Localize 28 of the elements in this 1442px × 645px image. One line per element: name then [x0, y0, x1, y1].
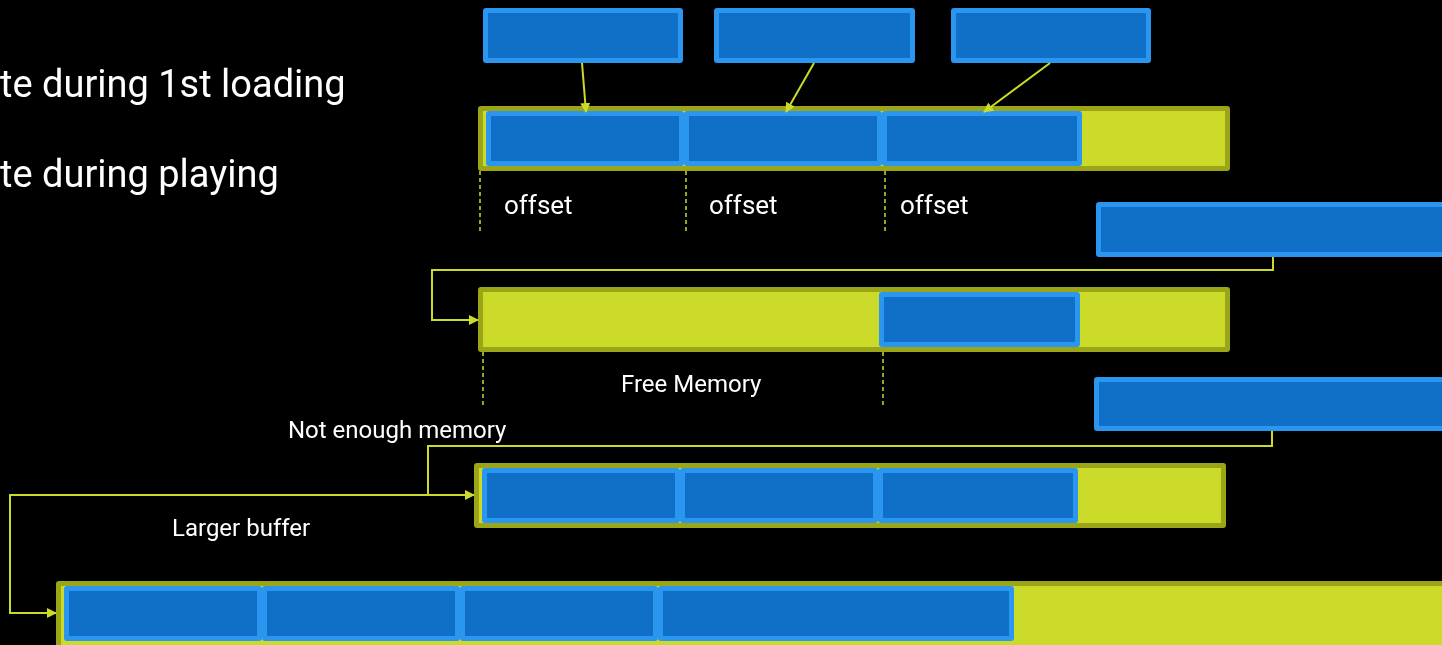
- region-label: Free Memory: [621, 370, 762, 398]
- memory-block: [658, 586, 1014, 641]
- buffer-bar: [56, 581, 1442, 645]
- memory-block: [64, 586, 262, 641]
- heading-text: te during playing: [0, 152, 279, 196]
- arrow: [983, 62, 1051, 113]
- arrow: [580, 62, 591, 113]
- memory-block: [483, 8, 683, 63]
- arrow: [785, 62, 815, 113]
- memory-block: [878, 468, 1078, 523]
- memory-block: [482, 468, 680, 523]
- memory-block: [1094, 377, 1442, 431]
- memory-block: [951, 8, 1151, 63]
- edge-label: Not enough memory: [288, 416, 507, 444]
- edge-label: Larger buffer: [172, 514, 311, 542]
- offset-label: offset: [504, 190, 573, 220]
- buffer-bar: [478, 106, 1230, 171]
- offset-label: offset: [709, 190, 778, 220]
- memory-block: [714, 8, 915, 63]
- arrow: [431, 256, 1274, 325]
- buffer-bar: [478, 287, 1230, 352]
- memory-block: [486, 111, 684, 166]
- memory-block: [882, 111, 1082, 166]
- memory-block: [879, 292, 1080, 347]
- offset-label: offset: [900, 190, 969, 220]
- heading-text: te during 1st loading: [0, 62, 346, 106]
- memory-block: [1096, 202, 1442, 257]
- buffer-bar: [474, 463, 1226, 528]
